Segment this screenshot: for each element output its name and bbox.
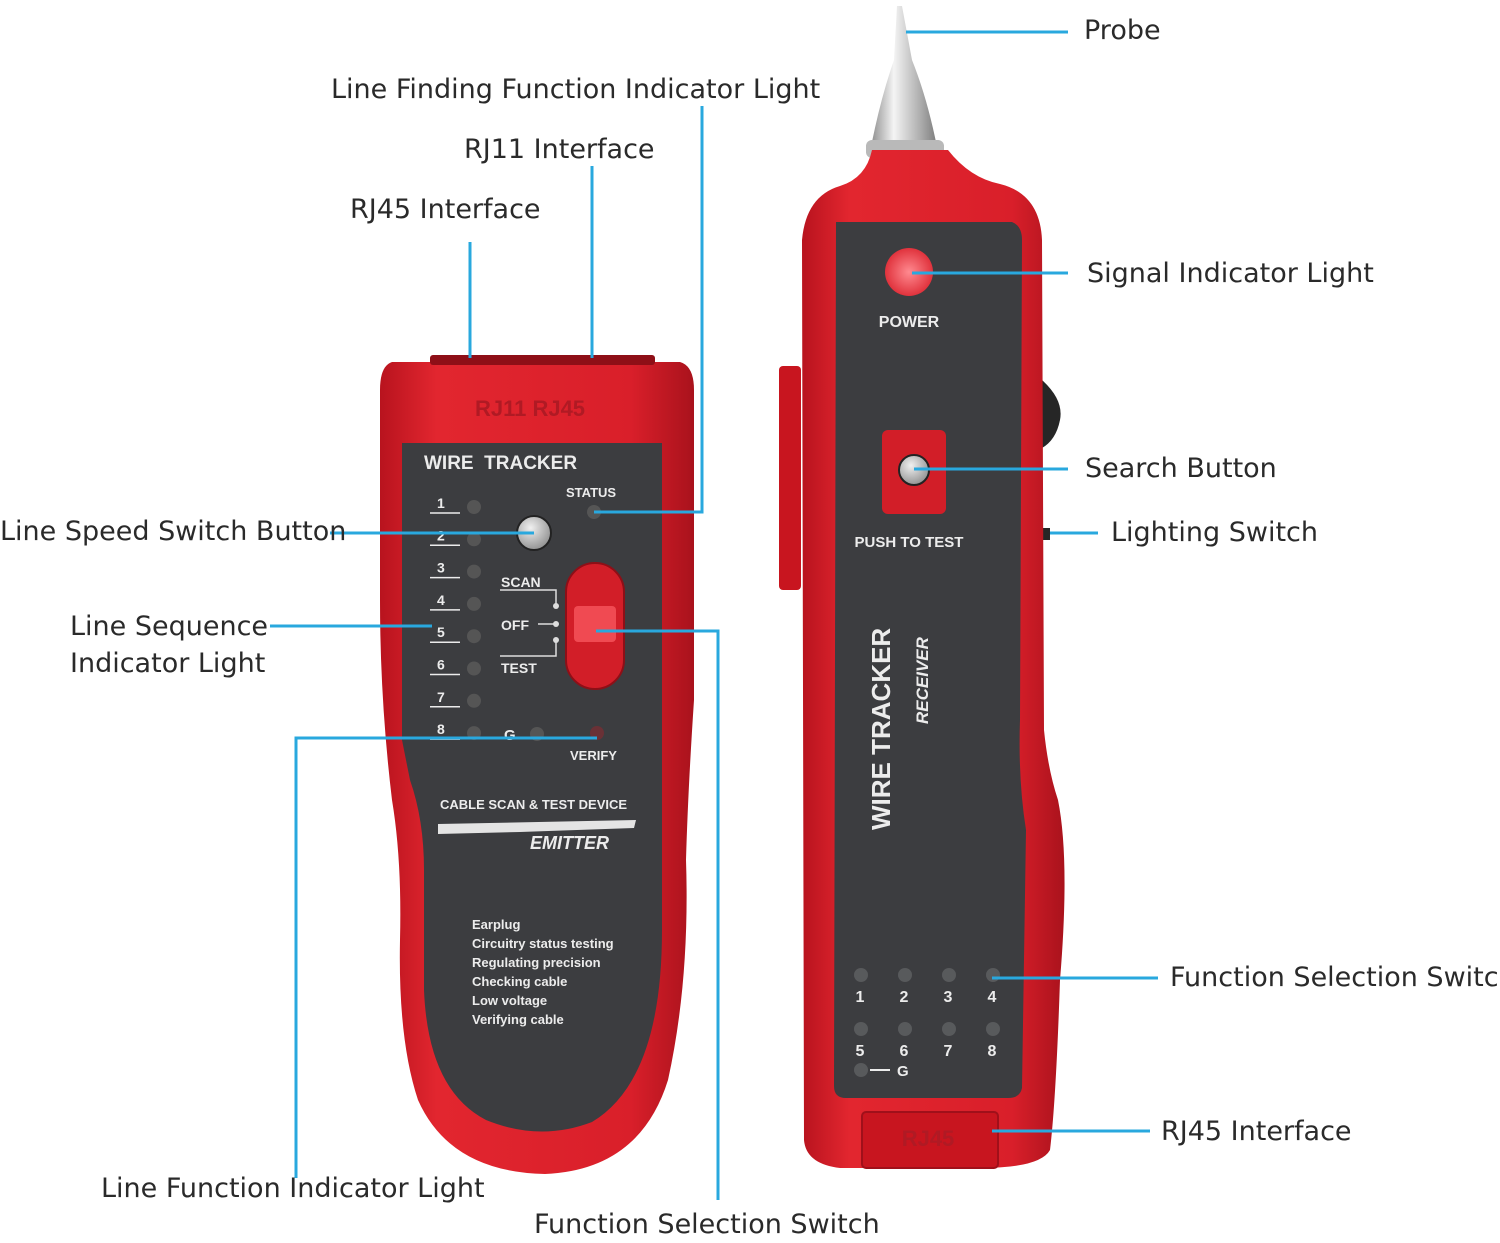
line-number-label: 6 [437, 657, 445, 673]
receiver-led [986, 968, 1000, 982]
emitter-port-top [430, 355, 655, 365]
emitter-stripe [438, 820, 636, 834]
receiver-rj45-port [861, 1111, 999, 1169]
receiver-subtitle: RECEIVER [913, 636, 932, 724]
line-sequence-led [467, 629, 481, 644]
line-sequence-led [467, 564, 481, 579]
function-switch-labels: SCAN OFF TEST [501, 574, 541, 676]
feature-item: Regulating precision [472, 955, 601, 970]
push-to-test-label: PUSH TO TEST [855, 534, 964, 551]
receiver-ground-label: G [897, 1063, 909, 1080]
function-bottom-leader [596, 629, 720, 1200]
callout-rj45-interface-top: RJ45 Interface [350, 194, 541, 225]
line-sequence-led [467, 661, 481, 676]
callout-line-finding-indicator: Line Finding Function Indicator Light [331, 74, 821, 105]
line-number-label: 1 [437, 495, 445, 511]
receiver-led [942, 1022, 956, 1036]
receiver-led [854, 1022, 868, 1036]
receiver-device: POWER PUSH TO TEST WIRE TRACKER RECEIVER… [779, 6, 1065, 1169]
emitter-status-label: STATUS [566, 485, 616, 500]
probe [870, 6, 938, 152]
feature-item: Earplug [472, 917, 520, 932]
callout-probe: Probe [1084, 15, 1161, 46]
receiver-led-number: 2 [900, 989, 909, 1006]
callout-line-sequence-line2: Indicator Light [70, 648, 266, 679]
line-number-label: 4 [437, 592, 445, 608]
switch-dot [553, 603, 559, 609]
feature-item: Low voltage [472, 993, 547, 1008]
receiver-led-grid: 1 2 3 4 5 6 7 8 [854, 968, 1000, 1077]
callout-function-selection-right: Function Selection Switch [1170, 962, 1500, 993]
callout-rj11-interface: RJ11 Interface [464, 134, 655, 165]
line-function-leader [294, 736, 597, 1178]
emitter-title: WIRE TRACKER [424, 453, 577, 474]
receiver-led [898, 968, 912, 982]
line-sequence-led [467, 532, 481, 547]
callout-line-sequence-line1: Line Sequence [70, 611, 269, 642]
receiver-led [854, 968, 868, 982]
lighting-switch-slot [1040, 528, 1050, 540]
feature-item: Verifying cable [472, 1012, 564, 1027]
receiver-led-number: 6 [900, 1043, 909, 1060]
switch-dot [553, 637, 559, 643]
receiver-led-number: 1 [856, 989, 865, 1006]
line-sequence-led [467, 500, 481, 514]
receiver-led [942, 968, 956, 982]
signal-indicator-led [885, 248, 933, 296]
receiver-led-number: 7 [944, 1043, 953, 1060]
callout-signal-indicator: Signal Indicator Light [1087, 258, 1374, 289]
power-label: POWER [879, 314, 940, 331]
function-switch-slider[interactable] [574, 606, 616, 642]
line-sequence-led [467, 596, 481, 611]
emitter-port-label: RJ11 RJ45 [475, 396, 585, 421]
receiver-led [986, 1022, 1000, 1036]
side-grip [779, 366, 801, 590]
feature-item: Circuitry status testing [472, 936, 614, 951]
receiver-led [898, 1022, 912, 1036]
switch-dot [553, 621, 559, 627]
line-sequence-led [467, 693, 481, 708]
callout-line-speed-switch: Line Speed Switch Button [0, 516, 347, 547]
receiver-ground-led [854, 1063, 868, 1077]
verify-label: VERIFY [570, 748, 617, 763]
line-number-label: 8 [437, 721, 445, 737]
leader-lines [270, 30, 1158, 1200]
emitter-device: RJ11 RJ45 WIRE TRACKER STATUS 1 2 3 4 5 6 7 8 S… [380, 355, 694, 1174]
callout-search-button: Search Button [1085, 453, 1277, 484]
switch-position-label: TEST [501, 660, 537, 676]
receiver-led-number: 8 [988, 1043, 997, 1060]
line-finding-leader [594, 106, 704, 514]
line-number-label: 7 [437, 689, 445, 705]
line-number-label: 2 [437, 527, 445, 543]
emitter-subtitle: CABLE SCAN & TEST DEVICE [440, 797, 627, 812]
callout-rj45-interface-right: RJ45 Interface [1161, 1116, 1352, 1147]
callout-line-function-indicator: Line Function Indicator Light [101, 1173, 485, 1204]
lighting-switch[interactable] [1042, 380, 1061, 448]
ground-label: G [504, 727, 516, 744]
switch-position-label: SCAN [501, 574, 541, 590]
callout-function-selection-bottom: Function Selection Switch [534, 1209, 880, 1240]
receiver-led-number: 4 [988, 989, 997, 1006]
callout-lighting-switch: Lighting Switch [1111, 517, 1318, 548]
receiver-title: WIRE TRACKER [866, 628, 896, 830]
switch-position-label: OFF [501, 617, 529, 633]
line-number-label: 5 [437, 624, 445, 640]
feature-item: Checking cable [472, 974, 567, 989]
receiver-port-label: RJ45 [902, 1126, 955, 1151]
line-number-label: 3 [437, 560, 445, 576]
receiver-led-number: 3 [944, 989, 953, 1006]
line-sequence-leds: 1 2 3 4 5 6 7 8 [430, 495, 481, 741]
emitter-model: EMITTER [530, 833, 609, 853]
receiver-led-number: 5 [856, 1043, 865, 1060]
